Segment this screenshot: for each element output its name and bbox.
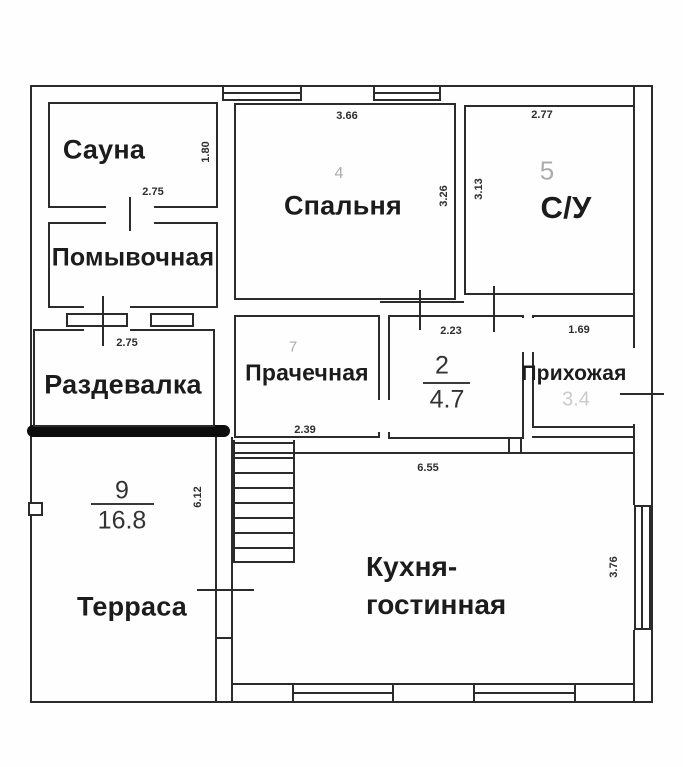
door-gap-hall-entry: [520, 318, 536, 352]
label-entry: Прихожая: [521, 362, 627, 385]
dim-entry-width: 1.69: [568, 324, 590, 336]
number-laundry-faint: 7: [288, 338, 298, 356]
wall-chunk-right: [150, 313, 194, 327]
window-bottom-left-midline: [292, 692, 394, 694]
window-bottom-right-midline: [473, 692, 576, 694]
dim-bathroom-height: 3.13: [473, 178, 485, 200]
label-kitchen: Кухня- гостинная: [366, 548, 506, 624]
room-laundry: [234, 315, 380, 438]
kitchen-top-wall: [231, 452, 635, 454]
kitchen-bottom-inner-wall: [231, 683, 633, 685]
window-top-bathroom-midline: [373, 92, 441, 94]
door-tick-bathroom: [493, 286, 495, 332]
label-bedroom: Спальня: [283, 190, 403, 221]
left-wall-post: [28, 502, 43, 516]
dim-kitchen-width: 6.55: [417, 462, 439, 474]
door-tick-entry: [620, 393, 664, 395]
door-gap-razdevalka-top: [84, 327, 130, 333]
label-sauna: Сауна: [62, 134, 146, 165]
fraction-line-terrace: [91, 503, 154, 505]
door-gap-entry-right: [632, 348, 636, 424]
room-bedroom: [234, 103, 456, 300]
number-hall: 2: [435, 351, 449, 380]
terrace-door-tick: [197, 589, 254, 591]
label-razdevalka: Раздевалка: [44, 369, 202, 400]
wall-connector-1: [508, 438, 510, 454]
dim-bedroom-height: 3.26: [438, 185, 450, 207]
window-top-bedroom-midline: [222, 92, 302, 94]
label-terrace: Терраса: [77, 591, 187, 622]
label-kitchen-line2: гостинная: [366, 589, 507, 620]
number-bedroom-faint: 4: [334, 165, 344, 182]
right-inner-wall-middle: [633, 425, 635, 505]
dim-sauna-height: 1.80: [200, 141, 212, 163]
wall-segment-corridor: [380, 301, 464, 303]
area-entry-faint: 3.4: [562, 388, 590, 411]
dim-bathroom-width: 2.77: [531, 109, 553, 121]
dim-laundry-width: 2.39: [294, 424, 316, 436]
wall-chunk-left: [66, 313, 128, 327]
room-hall: [388, 315, 524, 439]
label-kitchen-line1: Кухня-: [366, 551, 458, 582]
door-tick-sauna: [129, 197, 131, 231]
fraction-line-hall: [423, 382, 470, 384]
window-right-kitchen-midline: [641, 505, 643, 630]
dim-kitchen-height: 3.76: [608, 556, 620, 578]
dim-bedroom-width: 3.66: [336, 110, 358, 122]
door-gap-laundry-hall: [376, 400, 392, 432]
number-bathroom-faint: 5: [539, 155, 555, 186]
terrace-wall-cap: [215, 637, 233, 639]
terrace-wall-inner-line: [231, 437, 233, 703]
dim-terrace-height: 6.12: [192, 486, 204, 508]
door-tick-razdevalka: [102, 296, 104, 346]
label-bathroom: С/У: [540, 190, 592, 225]
entry-under-wall: [532, 436, 635, 438]
terrace-wall-outer-line: [215, 437, 217, 703]
room-bathroom: [464, 105, 635, 295]
dim-razdevalka-width: 2.75: [116, 337, 138, 349]
right-inner-wall-lower: [633, 630, 635, 703]
dim-hall-width: 2.23: [440, 325, 462, 337]
thick-wall-bar: [27, 425, 230, 437]
area-terrace: 16.8: [97, 506, 147, 535]
label-pomyvochnaya: Помывочная: [51, 243, 215, 272]
wall-connector-2: [520, 438, 522, 454]
number-terrace: 9: [115, 476, 129, 505]
dim-sauna-width: 2.75: [142, 186, 164, 198]
door-tick-bedroom: [419, 290, 421, 330]
door-gap-pomyvochnaya-bottom: [84, 304, 130, 312]
staircase: [233, 440, 295, 563]
area-hall: 4.7: [429, 385, 465, 414]
label-laundry: Прачечная: [245, 359, 369, 386]
